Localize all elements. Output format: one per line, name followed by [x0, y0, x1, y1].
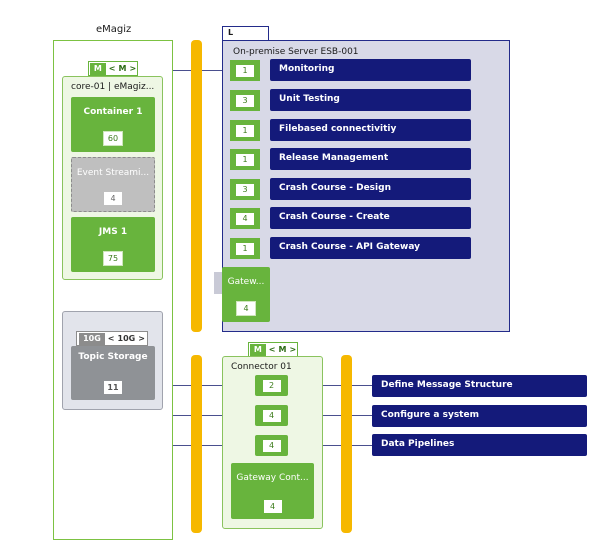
- topic-storage-title: Topic Storage: [78, 352, 148, 362]
- connection-line: [352, 445, 372, 446]
- jms-value: 75: [103, 251, 123, 266]
- flow-crash-course-create[interactable]: Crash Course - Create: [270, 207, 471, 229]
- gateway-stub: [214, 272, 223, 294]
- bus-bar-lower: [191, 355, 202, 533]
- connector-size-badge[interactable]: M < M >: [248, 342, 298, 357]
- bus-bar-upper: [191, 40, 202, 332]
- size-from: M: [89, 62, 106, 75]
- connection-line: [323, 385, 343, 386]
- flow-data-pipelines[interactable]: Data Pipelines: [372, 434, 587, 456]
- flow-count: 3: [230, 90, 260, 111]
- connection-line: [352, 415, 372, 416]
- core-size-badge[interactable]: M < M >: [88, 61, 138, 76]
- connection-line: [173, 445, 193, 446]
- flow-count: 1: [230, 60, 260, 81]
- event-streaming-card[interactable]: Event Streami... 4: [71, 157, 155, 212]
- event-streaming-value: 4: [104, 192, 122, 205]
- jms-card[interactable]: JMS 1 75: [71, 217, 155, 272]
- topic-storage-value: 11: [104, 381, 122, 394]
- topic-storage-card[interactable]: Topic Storage 11: [71, 346, 155, 400]
- storage-size-to: 10G: [117, 334, 136, 343]
- server-tab[interactable]: L: [222, 26, 269, 41]
- jms-title: JMS 1: [98, 227, 128, 237]
- flow-count: 1: [230, 238, 260, 259]
- storage-size-from: 10G: [79, 332, 105, 345]
- flow-crash-course-api-gateway[interactable]: Crash Course - API Gateway: [270, 237, 471, 259]
- core-label: core-01 | eMagiz...: [71, 82, 155, 92]
- container-card[interactable]: Container 1 60: [71, 97, 155, 152]
- flow-count: 3: [230, 179, 260, 200]
- flow-monitoring[interactable]: Monitoring: [270, 59, 471, 81]
- gateway-title: Gatew...: [227, 277, 265, 287]
- flow-count: 1: [230, 149, 260, 170]
- size-to: M: [278, 345, 287, 354]
- gateway-container-title: Gateway Cont...: [236, 473, 309, 483]
- connection-line: [173, 385, 193, 386]
- connection-line: [202, 385, 223, 386]
- storage-size-badge[interactable]: 10G < 10G >: [76, 331, 148, 346]
- container-title: Container 1: [83, 107, 143, 117]
- arrow-right-icon: >: [129, 64, 137, 73]
- connector-title: Connector 01: [231, 362, 292, 372]
- connection-line: [323, 445, 343, 446]
- connection-line: [352, 385, 372, 386]
- flow-crash-course-design[interactable]: Crash Course - Design: [270, 178, 471, 200]
- gateway-card[interactable]: Gatew... 4: [222, 267, 270, 322]
- gateway-container-value: 4: [263, 500, 282, 513]
- container-value: 60: [103, 131, 123, 146]
- server-title: On-premise Server ESB-001: [233, 47, 359, 57]
- connection-line: [202, 70, 223, 71]
- connection-line: [202, 415, 223, 416]
- connection-line: [323, 415, 343, 416]
- flow-define-message-structure[interactable]: Define Message Structure: [372, 375, 587, 397]
- flow-configure-a-system[interactable]: Configure a system: [372, 405, 587, 427]
- connection-line: [173, 415, 193, 416]
- size-from: M: [249, 343, 266, 356]
- size-to: M: [118, 64, 127, 73]
- connection-line: [202, 445, 223, 446]
- gateway-container-card[interactable]: Gateway Cont... 4: [231, 463, 314, 519]
- flow-unit-testing[interactable]: Unit Testing: [270, 89, 471, 111]
- flow-count: 1: [230, 120, 260, 141]
- arrow-right-icon: >: [289, 345, 297, 354]
- flow-count: 4: [230, 208, 260, 229]
- arrow-right-icon: >: [138, 334, 145, 343]
- event-streaming-title: Event Streami...: [76, 168, 150, 178]
- arrow-left-icon: <: [107, 334, 115, 343]
- arrow-left-icon: <: [268, 345, 276, 354]
- connector-flow-count[interactable]: 4: [255, 435, 288, 456]
- arrow-left-icon: <: [108, 64, 116, 73]
- connector-flow-count[interactable]: 4: [255, 405, 288, 426]
- bus-bar-connector: [341, 355, 352, 533]
- flow-release-management[interactable]: Release Management: [270, 148, 471, 170]
- emagiz-title: eMagiz: [96, 24, 132, 35]
- connector-flow-count[interactable]: 2: [255, 375, 288, 396]
- connection-line: [173, 70, 193, 71]
- flow-filebased-connectivity[interactable]: Filebased connectivitiy: [270, 119, 471, 141]
- gateway-value: 4: [236, 301, 256, 316]
